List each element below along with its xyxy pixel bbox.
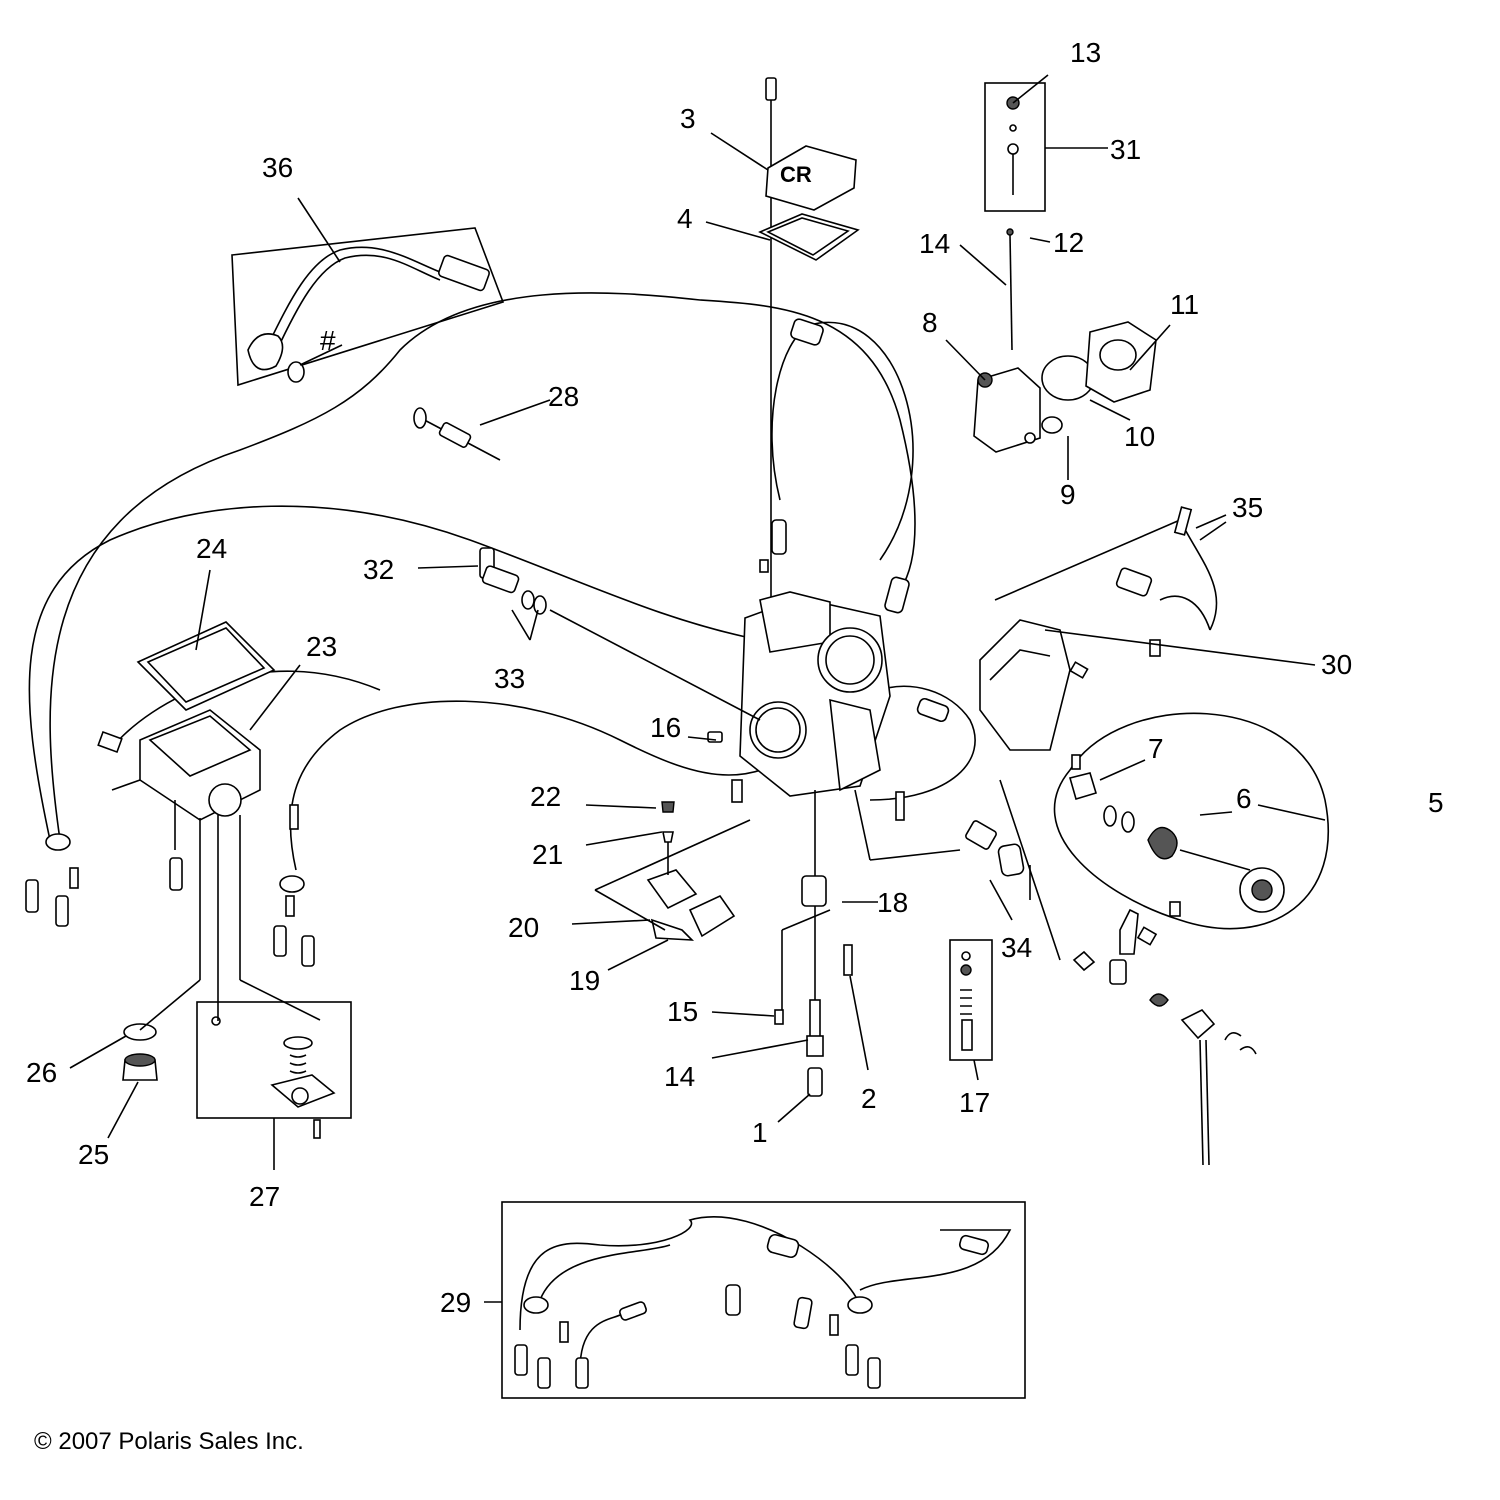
- callout-21: 21: [532, 839, 563, 870]
- gasket-4: [758, 213, 860, 261]
- throttle-linkage: [1069, 754, 1285, 913]
- callout-10: 10: [1124, 421, 1155, 452]
- callout-25: 25: [78, 1139, 109, 1170]
- o-ring-26: [123, 1023, 157, 1041]
- callout-26: 26: [26, 1057, 57, 1088]
- plug-25: [122, 1053, 158, 1081]
- callout-36: 36: [262, 152, 293, 183]
- kit-box-36: [231, 227, 505, 387]
- leader-lines: [69, 74, 1326, 1303]
- vent-hose-lines: [28, 292, 976, 871]
- callout-35: 35: [1232, 492, 1263, 523]
- callout-4: 4: [677, 203, 693, 234]
- callout-8: 8: [922, 307, 938, 338]
- callout-11: 11: [1170, 289, 1199, 320]
- callout-33: 33: [494, 663, 525, 694]
- callout-labels: 1 2 3 4 5 6 7 8 9 10 11 12 13 14 14 15 1…: [26, 37, 1444, 1318]
- kit-box-29: [501, 1201, 1026, 1399]
- callout-hash: #: [320, 325, 336, 356]
- callout-34: 34: [1001, 932, 1032, 963]
- float-bowl-23: [97, 709, 321, 1031]
- callout-27: 27: [249, 1181, 280, 1212]
- top-cover-3: CR: [765, 145, 857, 211]
- screws: [707, 559, 769, 743]
- callout-19: 19: [569, 965, 600, 996]
- callout-15: 15: [667, 996, 698, 1027]
- gasket-24: [136, 621, 276, 711]
- callout-17: 17: [959, 1087, 990, 1118]
- jet-assembly: [774, 875, 853, 1097]
- float-19: [594, 801, 751, 941]
- idle-linkage: [999, 779, 1257, 1166]
- callout-2: 2: [861, 1083, 877, 1114]
- loop-5: [1053, 712, 1330, 930]
- callout-12: 12: [1053, 227, 1084, 258]
- callout-1: 1: [752, 1117, 768, 1148]
- cable-35: [994, 506, 1218, 657]
- callout-29: 29: [440, 1287, 471, 1318]
- callout-13: 13: [1070, 37, 1101, 68]
- callout-9: 9: [1060, 479, 1076, 510]
- cover-marking-text: CR: [780, 162, 812, 187]
- needle-jet-17: [949, 939, 993, 1061]
- cover-30: [979, 619, 1089, 751]
- fitting-32: [479, 547, 761, 721]
- carburetor-body: [731, 77, 961, 880]
- callout-28: 28: [548, 381, 579, 412]
- callout-32: 32: [363, 554, 394, 585]
- kit-box-27: [196, 1001, 352, 1139]
- copyright-notice: © 2007 Polaris Sales Inc.: [34, 1428, 304, 1455]
- callout-5: 5: [1428, 787, 1444, 818]
- callout-14-upper: 14: [919, 228, 950, 259]
- callout-20: 20: [508, 912, 539, 943]
- sensor-34: [965, 820, 1031, 900]
- choke-plunger-28: [413, 407, 501, 461]
- callout-16: 16: [650, 712, 681, 743]
- callout-14-lower: 14: [664, 1061, 695, 1092]
- callout-31: 31: [1110, 134, 1141, 165]
- callout-22: 22: [530, 781, 561, 812]
- callout-24: 24: [196, 533, 227, 564]
- callout-7: 7: [1148, 733, 1164, 764]
- callout-30: 30: [1321, 649, 1352, 680]
- drain-hose-fittings: [25, 833, 315, 967]
- callout-6: 6: [1236, 783, 1252, 814]
- callout-18: 18: [877, 887, 908, 918]
- callout-23: 23: [306, 631, 337, 662]
- callout-3: 3: [680, 103, 696, 134]
